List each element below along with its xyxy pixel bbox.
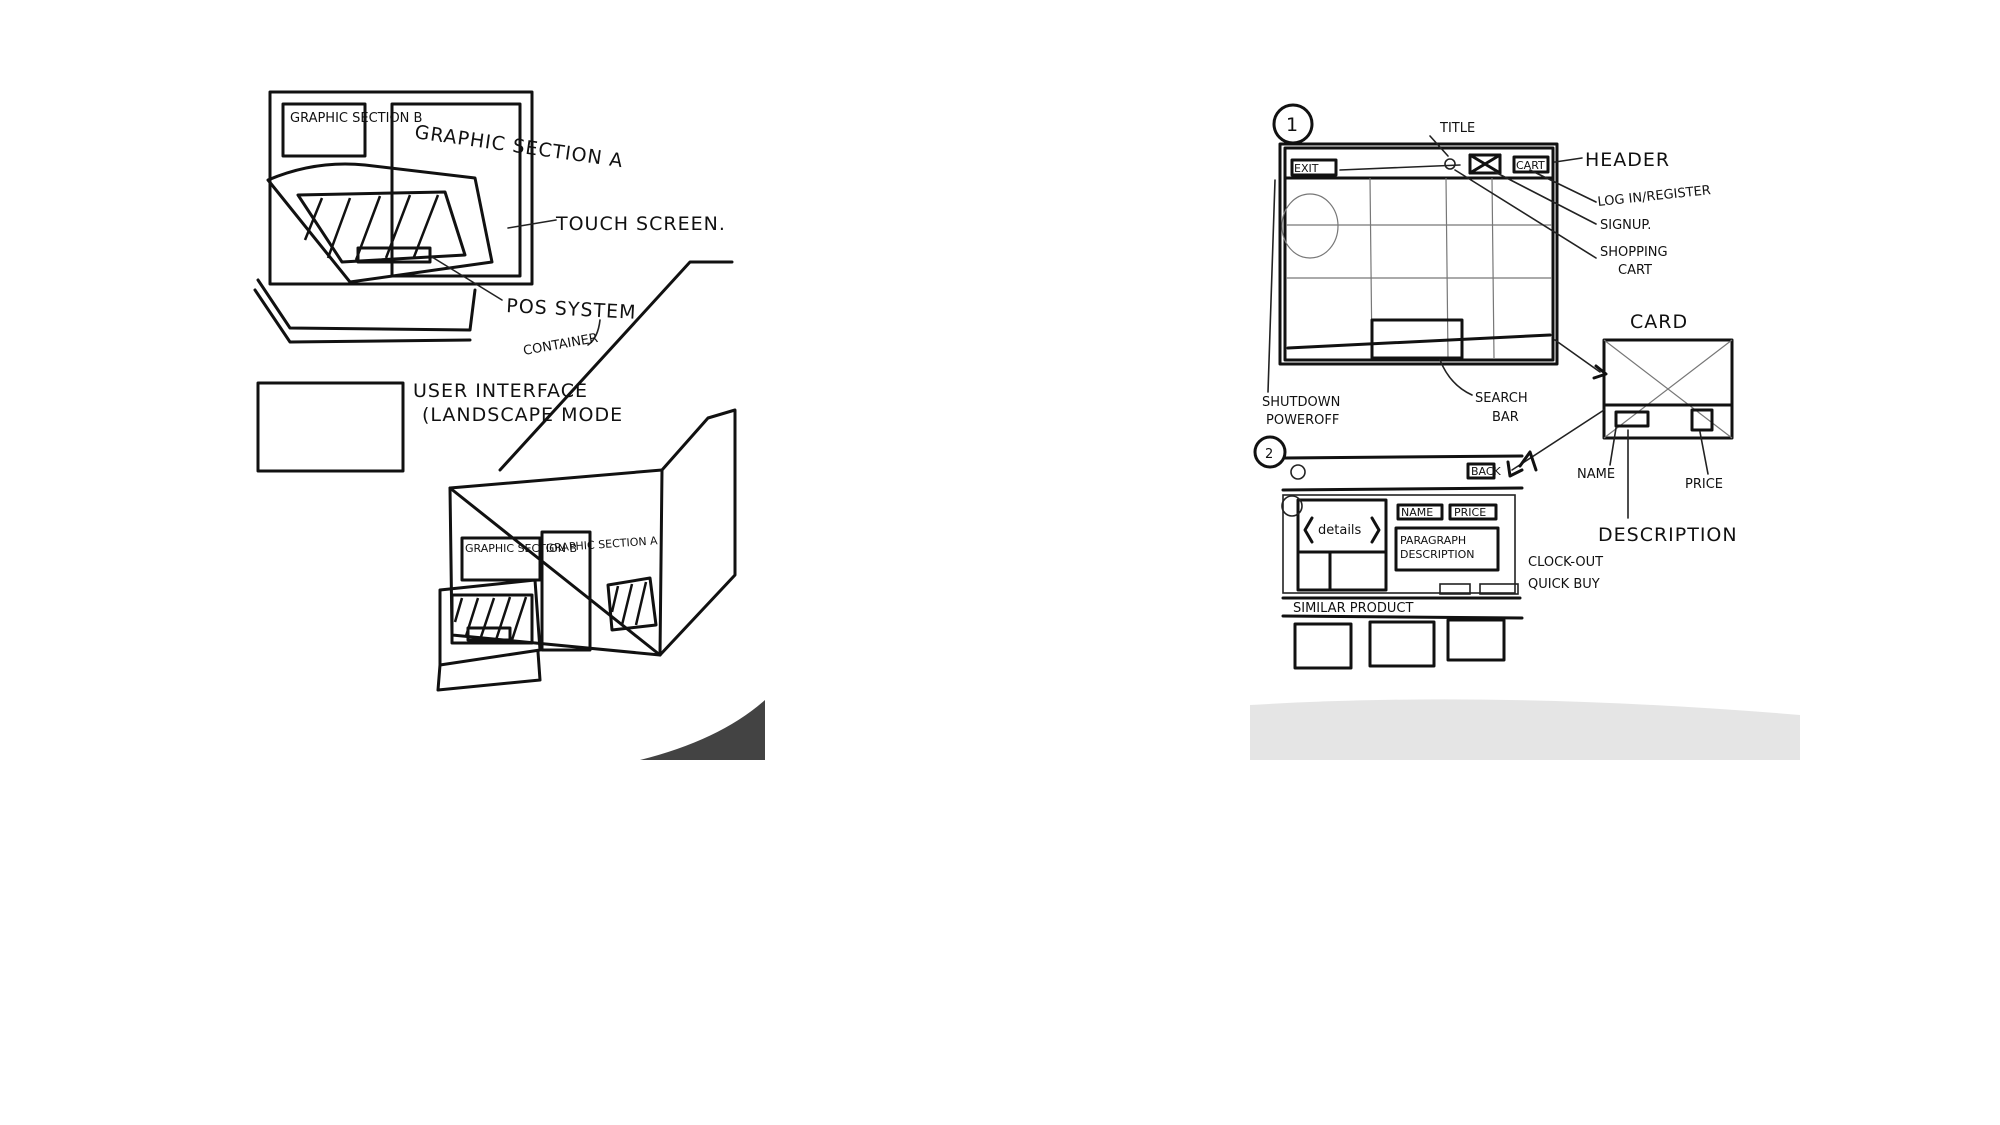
card-title: CARD (1630, 311, 1688, 333)
clock-out-label: CLOCK-OUT (1528, 555, 1603, 570)
shutdown-label-2: POWEROFF (1266, 413, 1339, 428)
user-interface-label: USER INTERFACE (413, 380, 588, 402)
details-label: details (1318, 523, 1362, 538)
card-price-label: PRICE (1685, 477, 1723, 492)
search-bar-label-1: SEARCH (1475, 391, 1528, 406)
similar-product-label: SIMILAR PRODUCT (1293, 601, 1413, 616)
touch-screen-label: TOUCH SCREEN. (555, 213, 726, 235)
card-name-label: NAME (1577, 467, 1615, 482)
back-button-label: BACK (1471, 465, 1502, 478)
name-tag-label: NAME (1401, 506, 1433, 519)
screen2-marker-label: 2 (1265, 447, 1273, 462)
screen1-marker-label: 1 (1286, 114, 1299, 136)
search-bar-label-2: BAR (1492, 410, 1519, 425)
exit-button-label: EXIT (1294, 162, 1319, 175)
kiosk-front-graphic-section-b-label: GRAPHIC SECTION B (290, 111, 422, 126)
signup-label: SIGNUP. (1600, 218, 1651, 233)
left-sketch: GRAPHIC SECTION B GRAPHIC SECTION A TOUC… (205, 55, 765, 760)
paragraph-label-2: DESCRIPTION (1400, 548, 1474, 561)
card-description-label: DESCRIPTION (1598, 524, 1738, 546)
price-tag-label: PRICE (1454, 506, 1486, 519)
shopping-cart-label-2: CART (1618, 263, 1652, 278)
right-sketch: 1 TITLE EXIT CART HEADER LOG IN/REGISTER… (1245, 55, 1800, 760)
landscape-mode-label: (LANDSCAPE MODE (422, 404, 623, 426)
quick-buy-label: QUICK BUY (1528, 577, 1600, 592)
paragraph-label-1: PARAGRAPH (1400, 534, 1466, 547)
title-label: TITLE (1439, 121, 1475, 136)
shutdown-label-1: SHUTDOWN (1262, 395, 1340, 410)
header-label: HEADER (1585, 149, 1670, 171)
shopping-cart-label-1: SHOPPING (1600, 245, 1668, 260)
